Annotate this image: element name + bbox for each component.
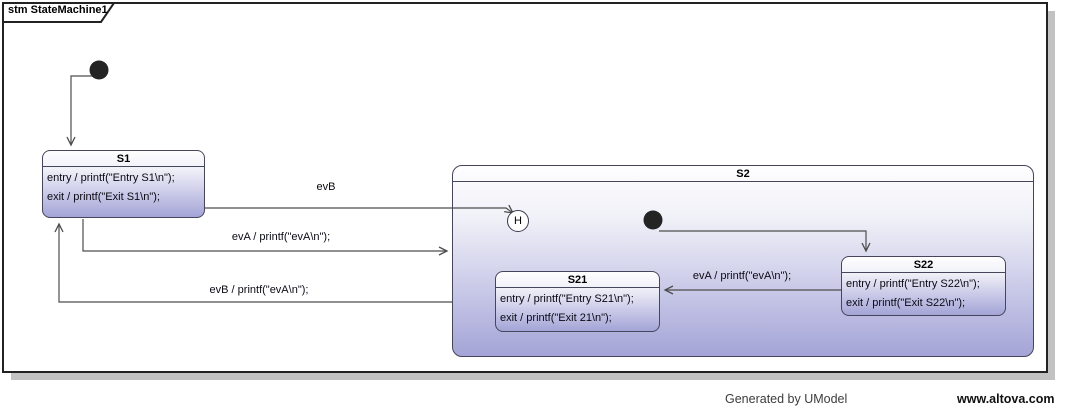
history-pseudostate: H bbox=[507, 210, 529, 232]
state-s1-entry-action: entry / printf("Entry S1\n"); bbox=[47, 172, 175, 184]
state-s21-entry-action: entry / printf("Entry S21\n"); bbox=[500, 293, 634, 305]
frame-tab bbox=[2, 2, 116, 23]
state-s22-entry-action: entry / printf("Entry S22\n"); bbox=[846, 278, 980, 290]
state-s22-exit-action: exit / printf("Exit S22\n"); bbox=[846, 297, 966, 309]
state-s2-title: S2 bbox=[453, 166, 1033, 182]
state-s22: S22 entry / printf("Entry S22\n"); exit … bbox=[841, 256, 1006, 316]
diagram-title: stm StateMachine1 bbox=[8, 4, 108, 16]
state-s22-body: entry / printf("Entry S22\n"); exit / pr… bbox=[842, 273, 1005, 313]
state-s21-title: S21 bbox=[496, 272, 659, 288]
state-s21-body: entry / printf("Entry S21\n"); exit / pr… bbox=[496, 288, 659, 328]
state-s21: S21 entry / printf("Entry S21\n"); exit … bbox=[495, 271, 660, 332]
transition-label-evb-s2-s1: evB / printf("evA\n"); bbox=[209, 284, 309, 296]
state-s1-exit-action: exit / printf("Exit S1\n"); bbox=[47, 191, 160, 203]
state-s22-title: S22 bbox=[842, 257, 1005, 273]
transition-label-eva-s1-s2: evA / printf("evA\n"); bbox=[231, 231, 331, 243]
history-label: H bbox=[514, 215, 522, 227]
frame-tab-shape bbox=[2, 2, 116, 23]
transition-label-eva-s22-s21: evA / printf("evA\n"); bbox=[692, 270, 792, 282]
state-s1-body: entry / printf("Entry S1\n"); exit / pri… bbox=[43, 167, 204, 207]
generated-by-text: Generated by UModel bbox=[725, 392, 848, 406]
transition-label-evb: evB bbox=[316, 181, 336, 193]
state-s21-exit-action: exit / printf("Exit 21\n"); bbox=[500, 312, 612, 324]
state-s1-title: S1 bbox=[43, 151, 204, 167]
state-s1: S1 entry / printf("Entry S1\n"); exit / … bbox=[42, 150, 205, 218]
altova-link[interactable]: www.altova.com bbox=[957, 392, 1055, 406]
